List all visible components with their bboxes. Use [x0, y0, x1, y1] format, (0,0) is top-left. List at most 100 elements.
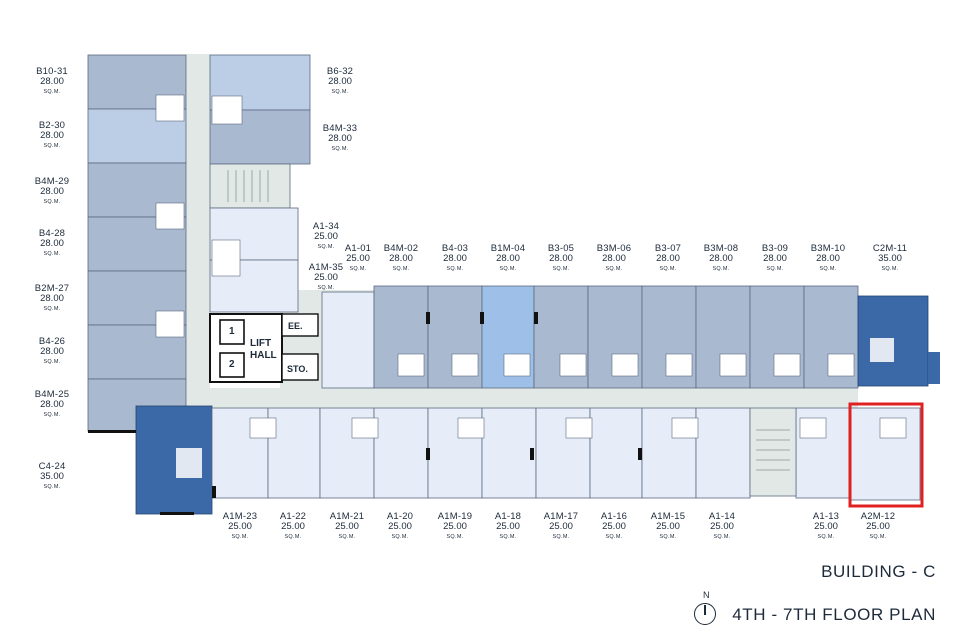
unit-code: C2M-11 [872, 243, 908, 254]
west-wing-baths [155, 94, 185, 338]
unit-code: A1-18 [494, 511, 522, 522]
unit-area: 28.00 [40, 346, 64, 357]
unit-suffix: SQ.M. [446, 266, 464, 272]
unit-code: B4M-29 [34, 176, 70, 187]
unit-area: 25.00 [814, 521, 838, 532]
unit-code: A1-13 [812, 511, 840, 522]
unit-suffix: SQ.M. [43, 359, 61, 365]
unit-area: 28.00 [40, 76, 64, 87]
unit-code: B2M-27 [34, 283, 70, 294]
unit-suffix: SQ.M. [391, 534, 409, 540]
unit-area: 25.00 [388, 521, 412, 532]
unit-area: 28.00 [389, 253, 413, 264]
unit-code: A1-16 [600, 511, 628, 522]
highlight-a2m-12[interactable] [848, 402, 924, 508]
unit-area: 25.00 [314, 272, 338, 283]
unit-code: B4M-33 [322, 123, 358, 134]
unit-area: 25.00 [496, 521, 520, 532]
unit-suffix: SQ.M. [331, 89, 349, 95]
unit-area: 25.00 [314, 231, 338, 242]
unit-area: 25.00 [443, 521, 467, 532]
unit-code: B4-28 [38, 228, 66, 239]
unit-suffix: SQ.M. [43, 199, 61, 205]
unit-area: 25.00 [281, 521, 305, 532]
unit-suffix: SQ.M. [43, 484, 61, 490]
unit-code: B1M-04 [490, 243, 526, 254]
unit-area: 25.00 [656, 521, 680, 532]
unit-code: B3-07 [654, 243, 682, 254]
lift-1-shape [219, 319, 245, 345]
lift-2-shape [219, 352, 245, 378]
sto-room [281, 353, 319, 381]
unit-suffix: SQ.M. [338, 534, 356, 540]
unit-code: B3M-10 [810, 243, 846, 254]
unit-suffix: SQ.M. [43, 143, 61, 149]
unit-area: 28.00 [816, 253, 840, 264]
unit-code: A1-01 [344, 243, 372, 254]
unit-suffix: SQ.M. [499, 266, 517, 272]
unit-code: B4-26 [38, 336, 66, 347]
unit-area: 25.00 [228, 521, 252, 532]
unit-area: 25.00 [866, 521, 890, 532]
unit-area: 28.00 [656, 253, 680, 264]
unit-suffix: SQ.M. [446, 534, 464, 540]
unit-area: 35.00 [878, 253, 902, 264]
unit-suffix: SQ.M. [43, 89, 61, 95]
compass-icon [694, 603, 716, 625]
unit-suffix: SQ.M. [869, 534, 887, 540]
unit-suffix: SQ.M. [713, 534, 731, 540]
unit-area: 28.00 [40, 293, 64, 304]
north-label: N [703, 590, 710, 600]
unit-area: 28.00 [602, 253, 626, 264]
unit-code: A1M-15 [650, 511, 686, 522]
unit-area: 25.00 [335, 521, 359, 532]
unit-area: 28.00 [40, 238, 64, 249]
unit-code: A1-20 [386, 511, 414, 522]
floor-plan-title: 4TH - 7TH FLOOR PLAN [732, 605, 936, 624]
unit-code: B6-32 [326, 66, 354, 77]
unit-suffix: SQ.M. [349, 266, 367, 272]
lift-2-label: 2 [229, 359, 235, 370]
unit-a1-01-shape [321, 291, 375, 389]
north-row-baths [397, 353, 855, 377]
stair-east [749, 407, 797, 497]
unit-suffix: SQ.M. [43, 306, 61, 312]
unit-code: B3M-08 [703, 243, 739, 254]
unit-code: A2M-12 [860, 511, 896, 522]
